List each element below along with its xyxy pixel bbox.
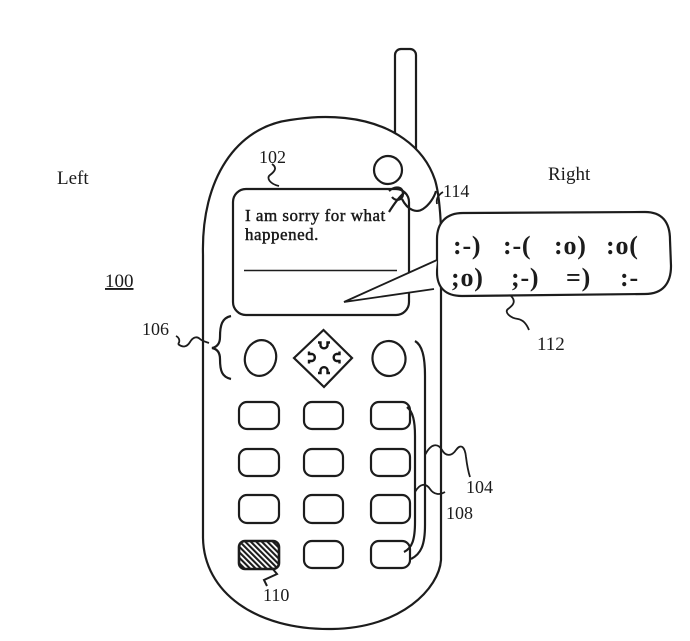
svg-text:112: 112 (537, 334, 565, 355)
svg-text:Right: Right (548, 164, 591, 185)
svg-text::o): :o) (554, 231, 587, 260)
svg-text::-(: :-( (503, 231, 531, 260)
svg-text:Left: Left (57, 168, 89, 189)
svg-text:106: 106 (142, 319, 169, 339)
svg-text:=): =) (566, 263, 591, 292)
svg-text::-: :- (620, 263, 639, 292)
svg-text::o(: :o( (606, 231, 639, 260)
svg-text:happened.: happened. (245, 225, 319, 244)
svg-text:;o): ;o) (451, 263, 484, 292)
svg-text:108: 108 (446, 503, 473, 523)
svg-text:114: 114 (443, 181, 469, 201)
svg-text:100: 100 (105, 271, 134, 292)
svg-text:;-): ;-) (511, 263, 539, 292)
svg-text::-): :-) (453, 231, 481, 260)
svg-text:I am sorry for what: I am sorry for what (245, 206, 386, 225)
svg-text:102: 102 (259, 147, 286, 167)
svg-text:104: 104 (466, 477, 493, 497)
svg-text:110: 110 (263, 585, 289, 605)
